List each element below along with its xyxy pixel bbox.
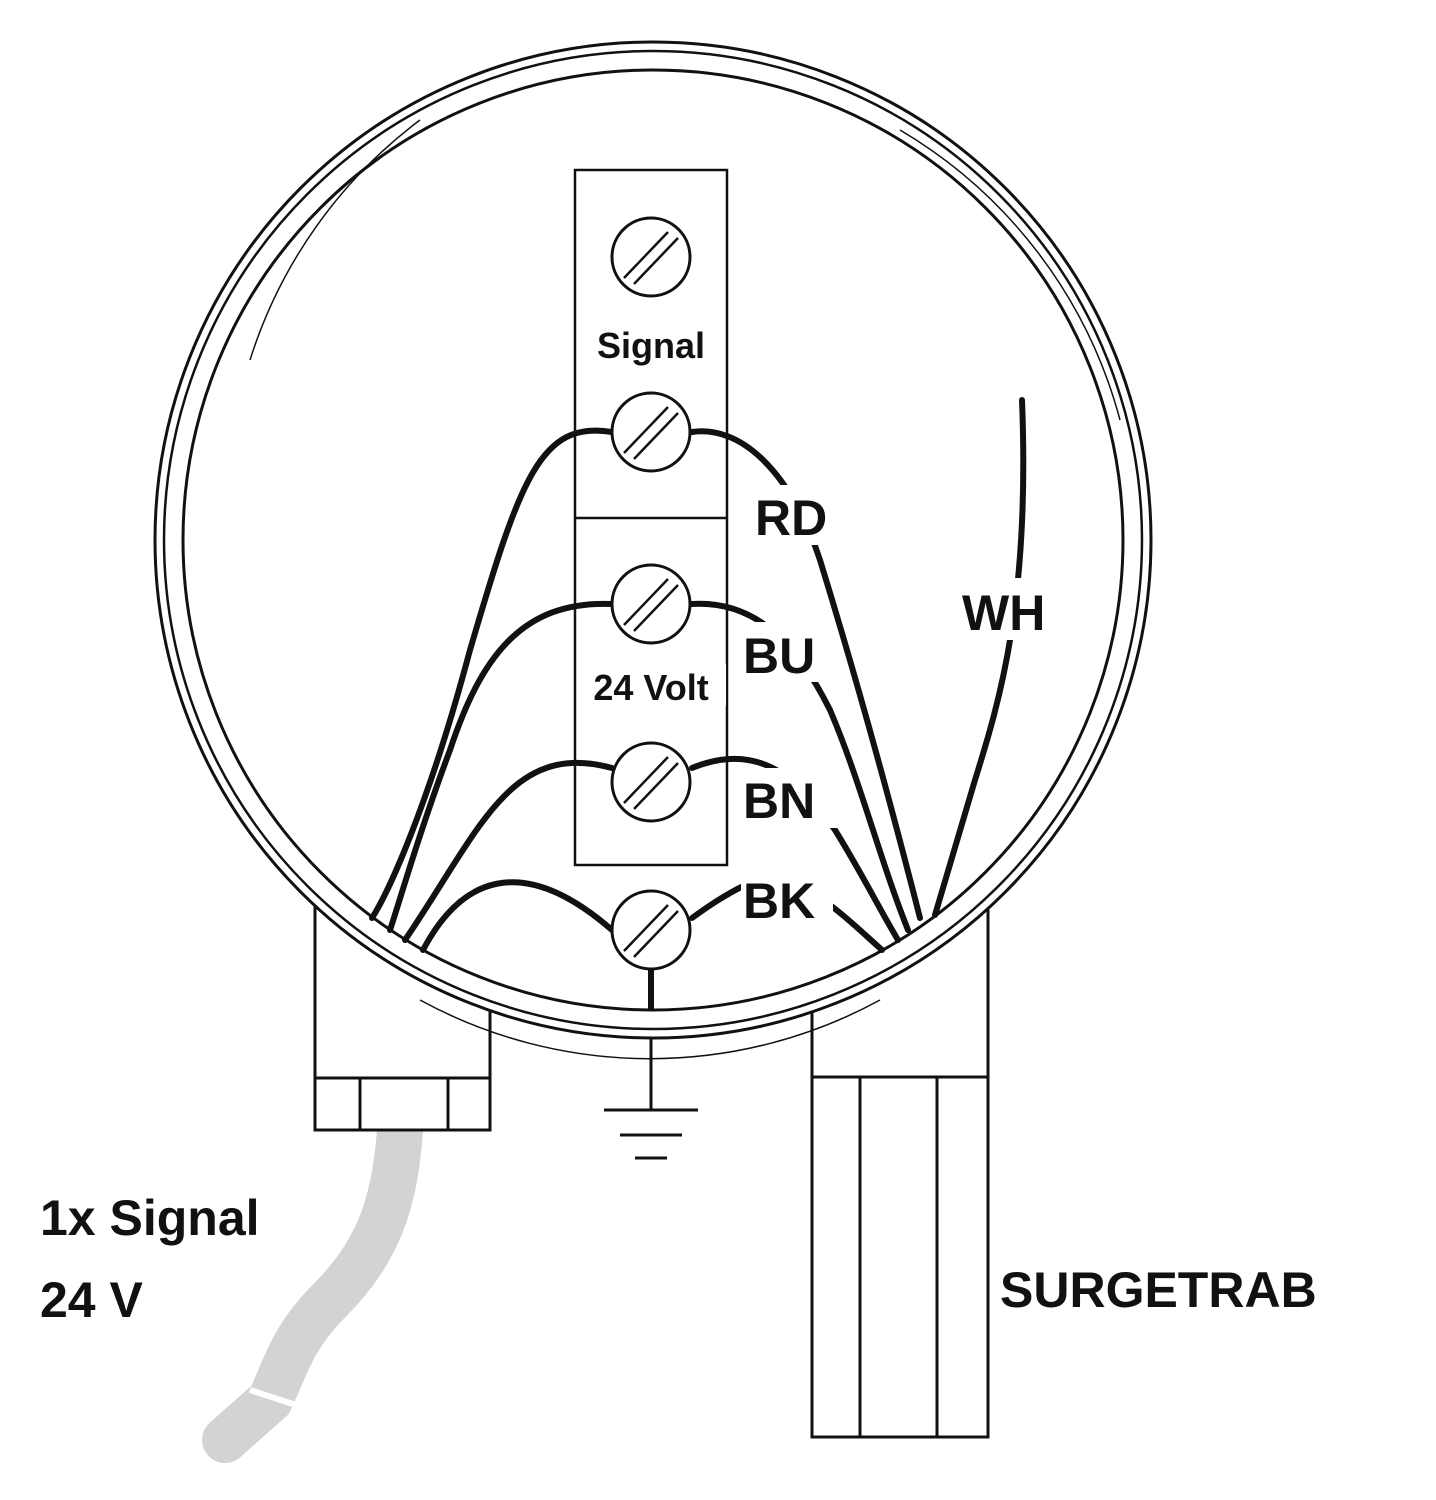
wire-bk: [420, 879, 615, 953]
wire-bn-right: [689, 755, 901, 943]
terminal-label-24-volt: 24 Volt: [593, 667, 708, 708]
wire-rd: [369, 427, 615, 921]
wire-label-bn: BN: [743, 773, 815, 829]
ground-symbol: [604, 970, 698, 1160]
device-label-surgetrab: SURGETRAB: [1000, 1262, 1317, 1318]
screw-top-icon: [610, 216, 692, 298]
screw-24v-plus-icon: [610, 563, 692, 645]
wire-label-wh: WH: [962, 585, 1045, 641]
wire-label-bk: BK: [743, 873, 815, 929]
cable-label-line1: 1x Signal: [40, 1190, 260, 1246]
wire-bu: [387, 600, 615, 933]
cable-label-line2: 24 V: [40, 1272, 144, 1328]
wire-bk-right-2: [827, 902, 885, 953]
incoming-cable: [202, 1107, 423, 1463]
screw-ground-icon: [610, 889, 692, 971]
wire-bu-right: [689, 600, 911, 933]
wire-wh: [932, 397, 1027, 918]
wire-label-bu: BU: [743, 628, 815, 684]
screws: [610, 216, 692, 971]
wire-rd-right: [689, 428, 923, 921]
wire-bk-right: [689, 882, 748, 921]
screw-signal-icon: [610, 391, 692, 473]
screw-24v-minus-icon: [610, 741, 692, 823]
wire-bn: [402, 759, 615, 943]
label-backgrounds: [578, 485, 1060, 928]
wire-label-rd: RD: [755, 490, 827, 546]
wires: [369, 397, 1027, 953]
terminal-label-signal: Signal: [597, 325, 705, 366]
